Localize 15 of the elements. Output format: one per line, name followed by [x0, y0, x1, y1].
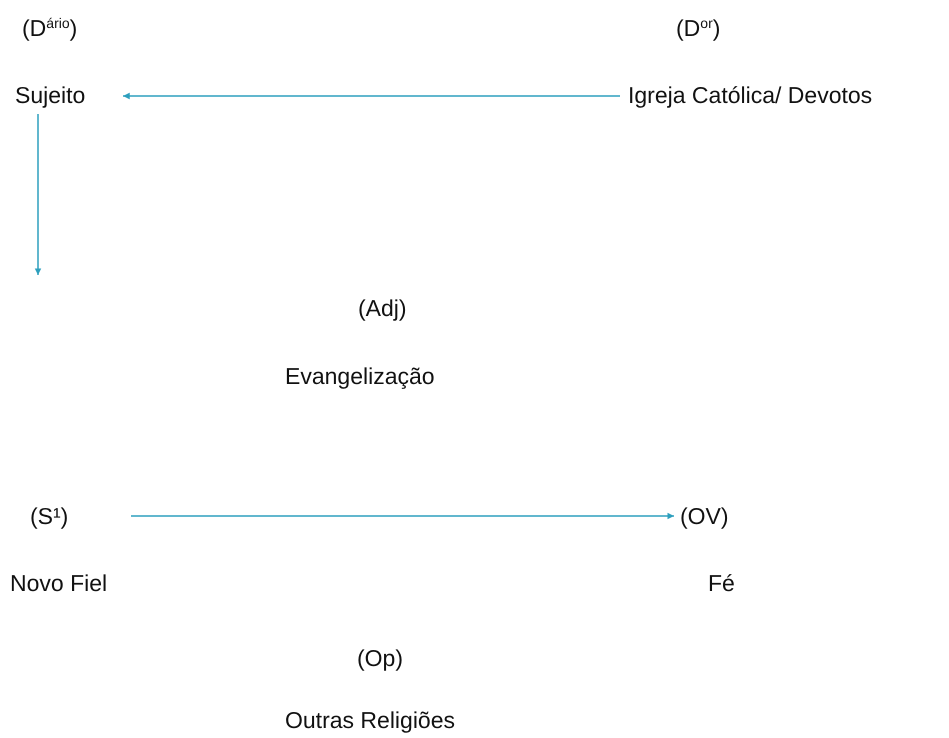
actant-role: (Op)	[357, 644, 403, 672]
arrow	[123, 92, 620, 100]
actant-name: Evangelização	[285, 362, 435, 390]
actant-name: Fé	[708, 569, 735, 597]
arrow	[131, 512, 674, 520]
actant-name: Novo Fiel	[10, 569, 108, 597]
actant-name: Outras Religiões	[285, 706, 456, 734]
actant-role: (D$^{or}$)	[676, 14, 720, 42]
arrow	[34, 114, 42, 275]
actant-name: Igreja Católica/ Devotos	[628, 81, 872, 109]
actant-role: (D$^{ário}$)	[22, 14, 78, 42]
actant-role: (OV)	[680, 502, 729, 530]
actant-name: Sujeito	[15, 81, 86, 109]
actant-role: (Adj)	[358, 294, 407, 322]
actant-role: (S¹)	[30, 502, 68, 530]
